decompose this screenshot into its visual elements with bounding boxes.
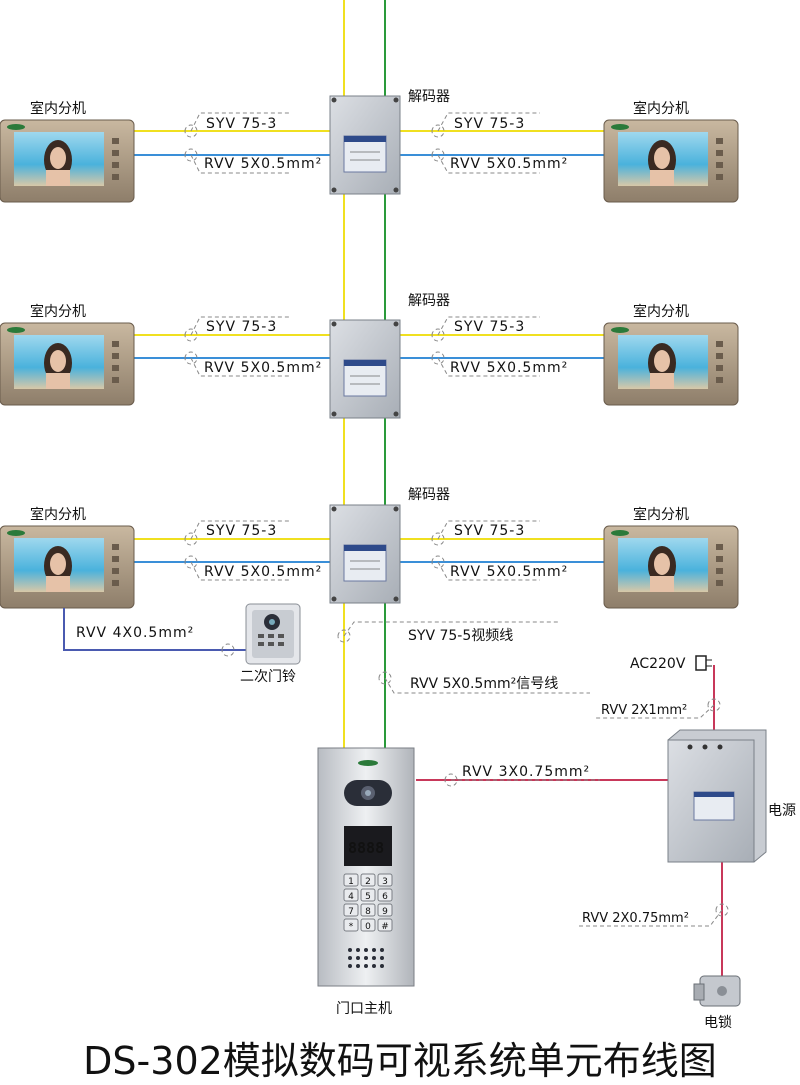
door-station: 8888 1 2 3 4 5 6 7 8 9 * 0 # xyxy=(317,747,415,987)
indoor-monitor xyxy=(0,525,135,609)
keypad-key xyxy=(377,918,393,932)
trunk-video-label: SYV 75-5视频线 xyxy=(408,628,513,644)
signal-cable-label: RVV 5X0.5mm² xyxy=(450,564,568,580)
indoor-monitor xyxy=(0,322,135,406)
video-cable-label: SYV 75-3 xyxy=(454,319,525,335)
speaker-grille xyxy=(348,948,384,968)
ac-input-label: AC220V xyxy=(630,656,686,672)
signal-cable-label: RVV 5X0.5mm² xyxy=(450,156,568,172)
doorbell-group: RVV 4X0.5mm² 二次门铃 xyxy=(63,603,301,685)
indoor-unit-label: 室内分机 xyxy=(30,100,86,117)
keypad-key xyxy=(360,903,376,917)
keypad-key xyxy=(343,918,359,932)
doorbell-label: 二次门铃 xyxy=(240,669,296,685)
floor-row-2: 室内分机 室内分机 解码器 SYV 75-3 RVV 5X0.5mm² SYV … xyxy=(0,293,739,419)
plug-icon xyxy=(695,655,712,671)
door-station-keypad: 1 2 3 4 5 6 7 8 9 * 0 # xyxy=(343,873,393,932)
keypad-key xyxy=(343,903,359,917)
power-supply-label: 电源 xyxy=(768,803,796,819)
keypad-key xyxy=(360,873,376,887)
keypad-key-label: 6 xyxy=(382,892,388,902)
signal-cable-label: RVV 5X0.5mm² xyxy=(204,360,322,376)
keypad-key-label: 2 xyxy=(365,877,371,887)
keypad-key-label: # xyxy=(381,922,389,932)
keypad-key xyxy=(377,888,393,902)
video-cable-label: SYV 75-3 xyxy=(454,523,525,539)
keypad-key-label: 1 xyxy=(348,877,354,887)
power-group: AC220V RVV 2X1mm² RVV 3X0.75mm² RVV 2X0.… xyxy=(416,655,796,1031)
keypad-key xyxy=(343,888,359,902)
decoder-label: 解码器 xyxy=(408,89,450,105)
ac-cable-label: RVV 2X1mm² xyxy=(601,703,687,718)
indoor-unit-label: 室内分机 xyxy=(633,303,689,320)
doorbell-cable-label: RVV 4X0.5mm² xyxy=(76,625,194,641)
electric-lock xyxy=(693,975,741,1007)
keypad-key-label: 4 xyxy=(348,892,354,902)
floor-row-1: 室内分机 室内分机 解码器 SYV 75-3 RVV 5X0.5mm² SYV … xyxy=(0,89,739,203)
power-supply-box xyxy=(667,729,767,863)
keypad-key-label: 3 xyxy=(382,877,388,887)
keypad-key xyxy=(343,873,359,887)
signal-cable-label: RVV 5X0.5mm² xyxy=(204,564,322,580)
video-cable-label: SYV 75-3 xyxy=(206,319,277,335)
keypad-key xyxy=(360,888,376,902)
page-title: DS-302模拟数码可视系统单元布线图 xyxy=(83,1039,717,1083)
decoder-box xyxy=(329,504,401,604)
decoder-box xyxy=(329,319,401,419)
floor-row-3: 室内分机 室内分机 解码器 SYV 75-3 RVV 5X0.5mm² SYV … xyxy=(0,487,739,609)
indoor-unit-label: 室内分机 xyxy=(633,100,689,117)
keypad-key-label: 0 xyxy=(365,922,371,932)
keypad-key xyxy=(377,873,393,887)
keypad-key xyxy=(360,918,376,932)
indoor-monitor xyxy=(603,525,739,609)
video-cable-label: SYV 75-3 xyxy=(206,116,277,132)
keypad-key-label: 9 xyxy=(382,907,388,917)
secondary-doorbell xyxy=(245,603,301,665)
signal-cable-label: RVV 5X0.5mm² xyxy=(204,156,322,172)
keypad-key-label: * xyxy=(349,922,354,932)
indoor-unit-label: 室内分机 xyxy=(30,303,86,320)
indoor-unit-label: 室内分机 xyxy=(633,506,689,523)
lock-label: 电锁 xyxy=(704,1015,732,1031)
power-cable-label: RVV 3X0.75mm² xyxy=(462,764,590,780)
trunk-signal-label: RVV 5X0.5mm²信号线 xyxy=(410,676,558,692)
signal-cable-label: RVV 5X0.5mm² xyxy=(450,360,568,376)
keypad-key-label: 7 xyxy=(348,907,354,917)
decoder-box xyxy=(329,95,401,195)
indoor-monitor xyxy=(0,119,135,203)
lock-cable-label: RVV 2X0.75mm² xyxy=(582,911,689,926)
door-station-display: 8888 xyxy=(348,839,384,857)
video-cable-label: SYV 75-3 xyxy=(454,116,525,132)
keypad-key-label: 8 xyxy=(365,907,371,917)
decoder-label: 解码器 xyxy=(408,487,450,503)
keypad-key xyxy=(377,903,393,917)
indoor-monitor xyxy=(603,119,739,203)
indoor-monitor xyxy=(603,322,739,406)
video-cable-label: SYV 75-3 xyxy=(206,523,277,539)
door-station-label: 门口主机 xyxy=(336,1001,392,1017)
decoder-label: 解码器 xyxy=(408,293,450,309)
indoor-unit-label: 室内分机 xyxy=(30,506,86,523)
keypad-key-label: 5 xyxy=(365,892,371,902)
